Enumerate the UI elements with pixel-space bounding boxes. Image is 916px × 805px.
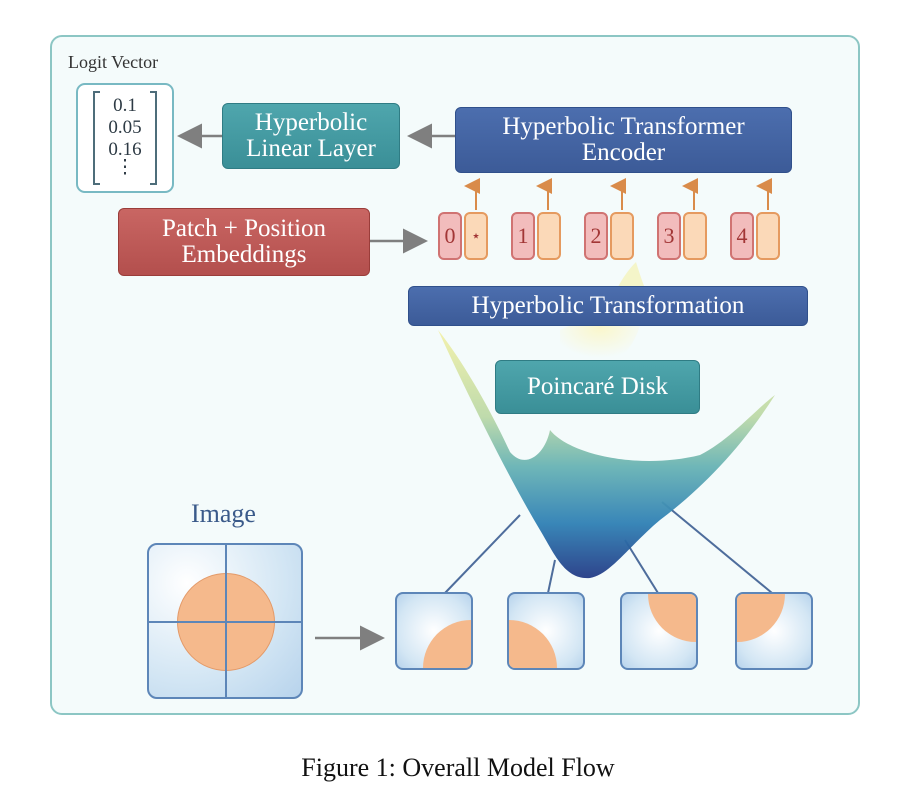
image-grid-horizontal [149,621,301,623]
hyperbolic-transformation-box: Hyperbolic Transformation [408,286,808,326]
right-bracket [150,91,157,185]
token-index: 1 [511,212,535,260]
image-label: Image [191,499,256,528]
token-index: 2 [584,212,608,260]
patch-quarter-circle [648,594,696,642]
logit-value: 0.16 [108,139,142,160]
token-embedding [756,212,780,260]
token-embedding [683,212,707,260]
logit-value: 0.05 [108,117,142,138]
token-embedding [610,212,634,260]
token-embedding: ⋆ [464,212,488,260]
logit-ellipsis: ⋮ [115,157,135,178]
patch-quarter-circle [509,620,557,668]
figure-caption: Figure 1: Overall Model Flow [301,753,615,782]
token-index: 4 [730,212,754,260]
image-patch [735,592,813,670]
logit-vector-title: Logit Vector [68,52,159,72]
encoder-line1: Hyperbolic Transformer [502,112,745,140]
input-image [147,543,303,699]
patch-position-embeddings-box: Patch + Position Embeddings [118,208,370,276]
funnel-connectors [444,501,773,594]
hyperbolic-transformer-encoder-box: Hyperbolic Transformer Encoder [455,107,792,173]
embeddings-line1: Patch + Position [161,214,327,242]
token-arrows [464,178,772,210]
patch-quarter-circle [737,594,785,642]
embeddings-line2: Embeddings [181,241,307,268]
logit-vector-frame [76,83,174,193]
token-index: 0 [438,212,462,260]
linear-layer-line2: Linear Layer [246,135,376,162]
logit-value: 0.1 [113,95,137,116]
image-patch [507,592,585,670]
left-bracket [93,91,100,185]
poincare-disk-box: Poincaré Disk [495,360,700,414]
poincare-funnel [438,330,775,579]
linear-layer-line1: Hyperbolic [254,108,368,136]
token-index: 3 [657,212,681,260]
hyperbolic-linear-layer-box: Hyperbolic Linear Layer [222,103,400,169]
image-patch [395,592,473,670]
encoder-line2: Encoder [581,139,666,166]
patch-quarter-circle [423,620,471,668]
logit-vector-values: 0.1 0.05 0.16 ⋮ [100,95,150,178]
token-embedding [537,212,561,260]
image-patch [620,592,698,670]
